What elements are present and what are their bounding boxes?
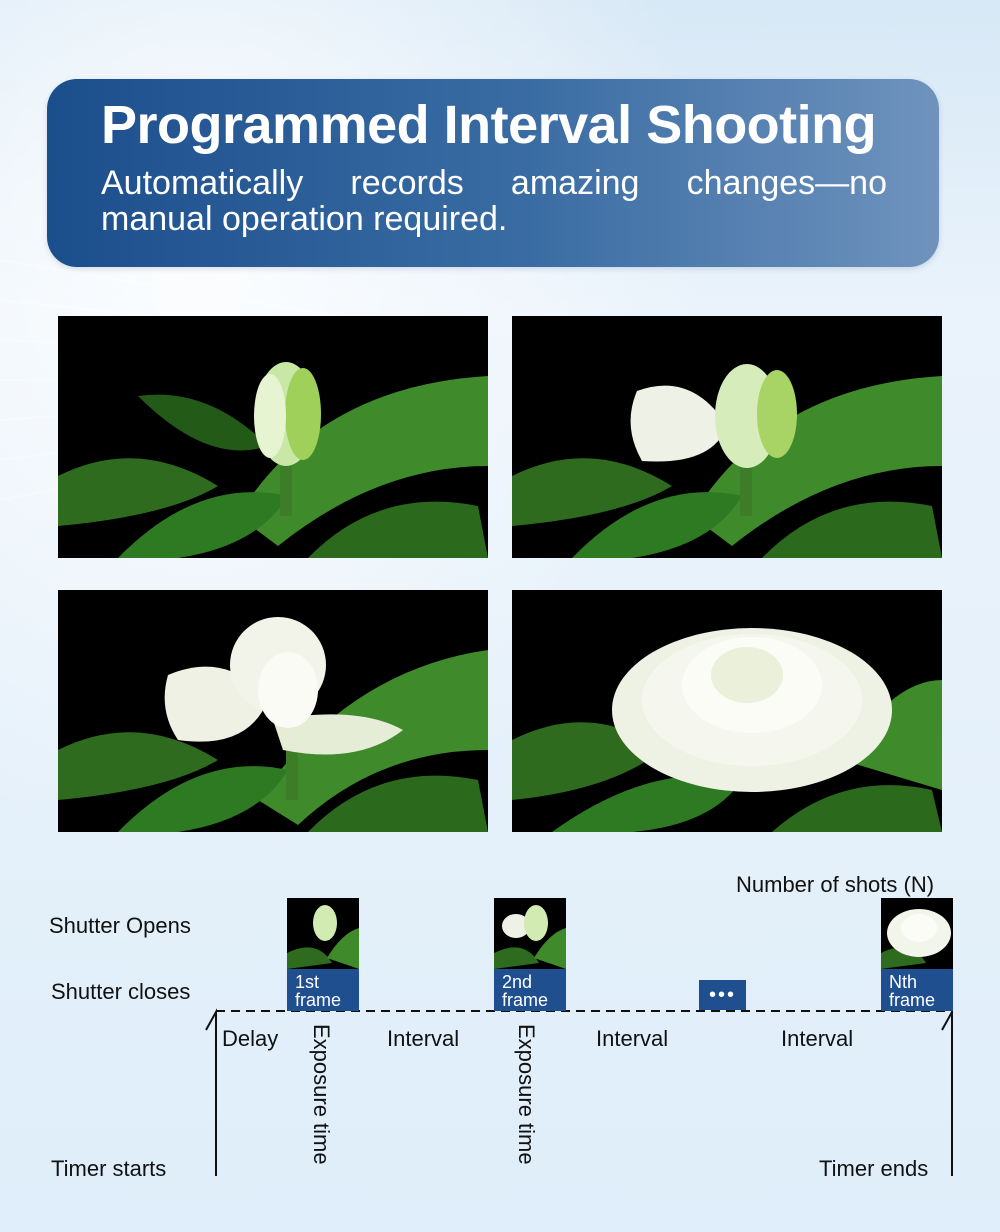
- frame-1-tag: 1st frame: [287, 969, 359, 1011]
- number-of-shots-label: Number of shots (N): [736, 872, 935, 897]
- shutter-closes-label: Shutter closes: [51, 979, 191, 1004]
- frame-2-tag: 2nd frame: [494, 969, 566, 1011]
- interval-label-3: Interval: [781, 1026, 854, 1051]
- photo-half-open: [58, 590, 488, 832]
- timer-start-line: [205, 1008, 217, 1176]
- interval-label-2: Interval: [596, 1026, 669, 1051]
- interval-label-1: Interval: [387, 1026, 460, 1051]
- title-banner: [47, 79, 939, 267]
- thumbnail-frame-2: 2nd frame: [494, 898, 566, 1011]
- page-title: Programmed Interval Shooting: [101, 95, 877, 155]
- photo-opening: [512, 316, 942, 558]
- thumbnail-bud-image: [287, 898, 359, 1011]
- thumbnail-frame-1: 1st frame: [287, 898, 359, 1011]
- ellipsis-badge: •••: [699, 980, 746, 1010]
- timer-ends-label: Timer ends: [819, 1156, 929, 1181]
- exposure-time-label-1: Exposure time: [309, 1024, 334, 1165]
- shutter-opens-label: Shutter Opens: [49, 913, 191, 938]
- timer-starts-label: Timer starts: [51, 1156, 167, 1181]
- page-subtitle: Automatically records amazing changes—no…: [101, 164, 887, 238]
- frame-n-tag: Nth frame: [881, 969, 953, 1011]
- delay-label: Delay: [222, 1026, 279, 1051]
- timer-end-line: [941, 1008, 953, 1176]
- thumbnail-frame-n: Nth frame: [881, 898, 953, 1011]
- photo-full-bloom: [512, 590, 942, 832]
- photo-bud: [58, 316, 488, 558]
- exposure-time-label-2: Exposure time: [514, 1024, 539, 1165]
